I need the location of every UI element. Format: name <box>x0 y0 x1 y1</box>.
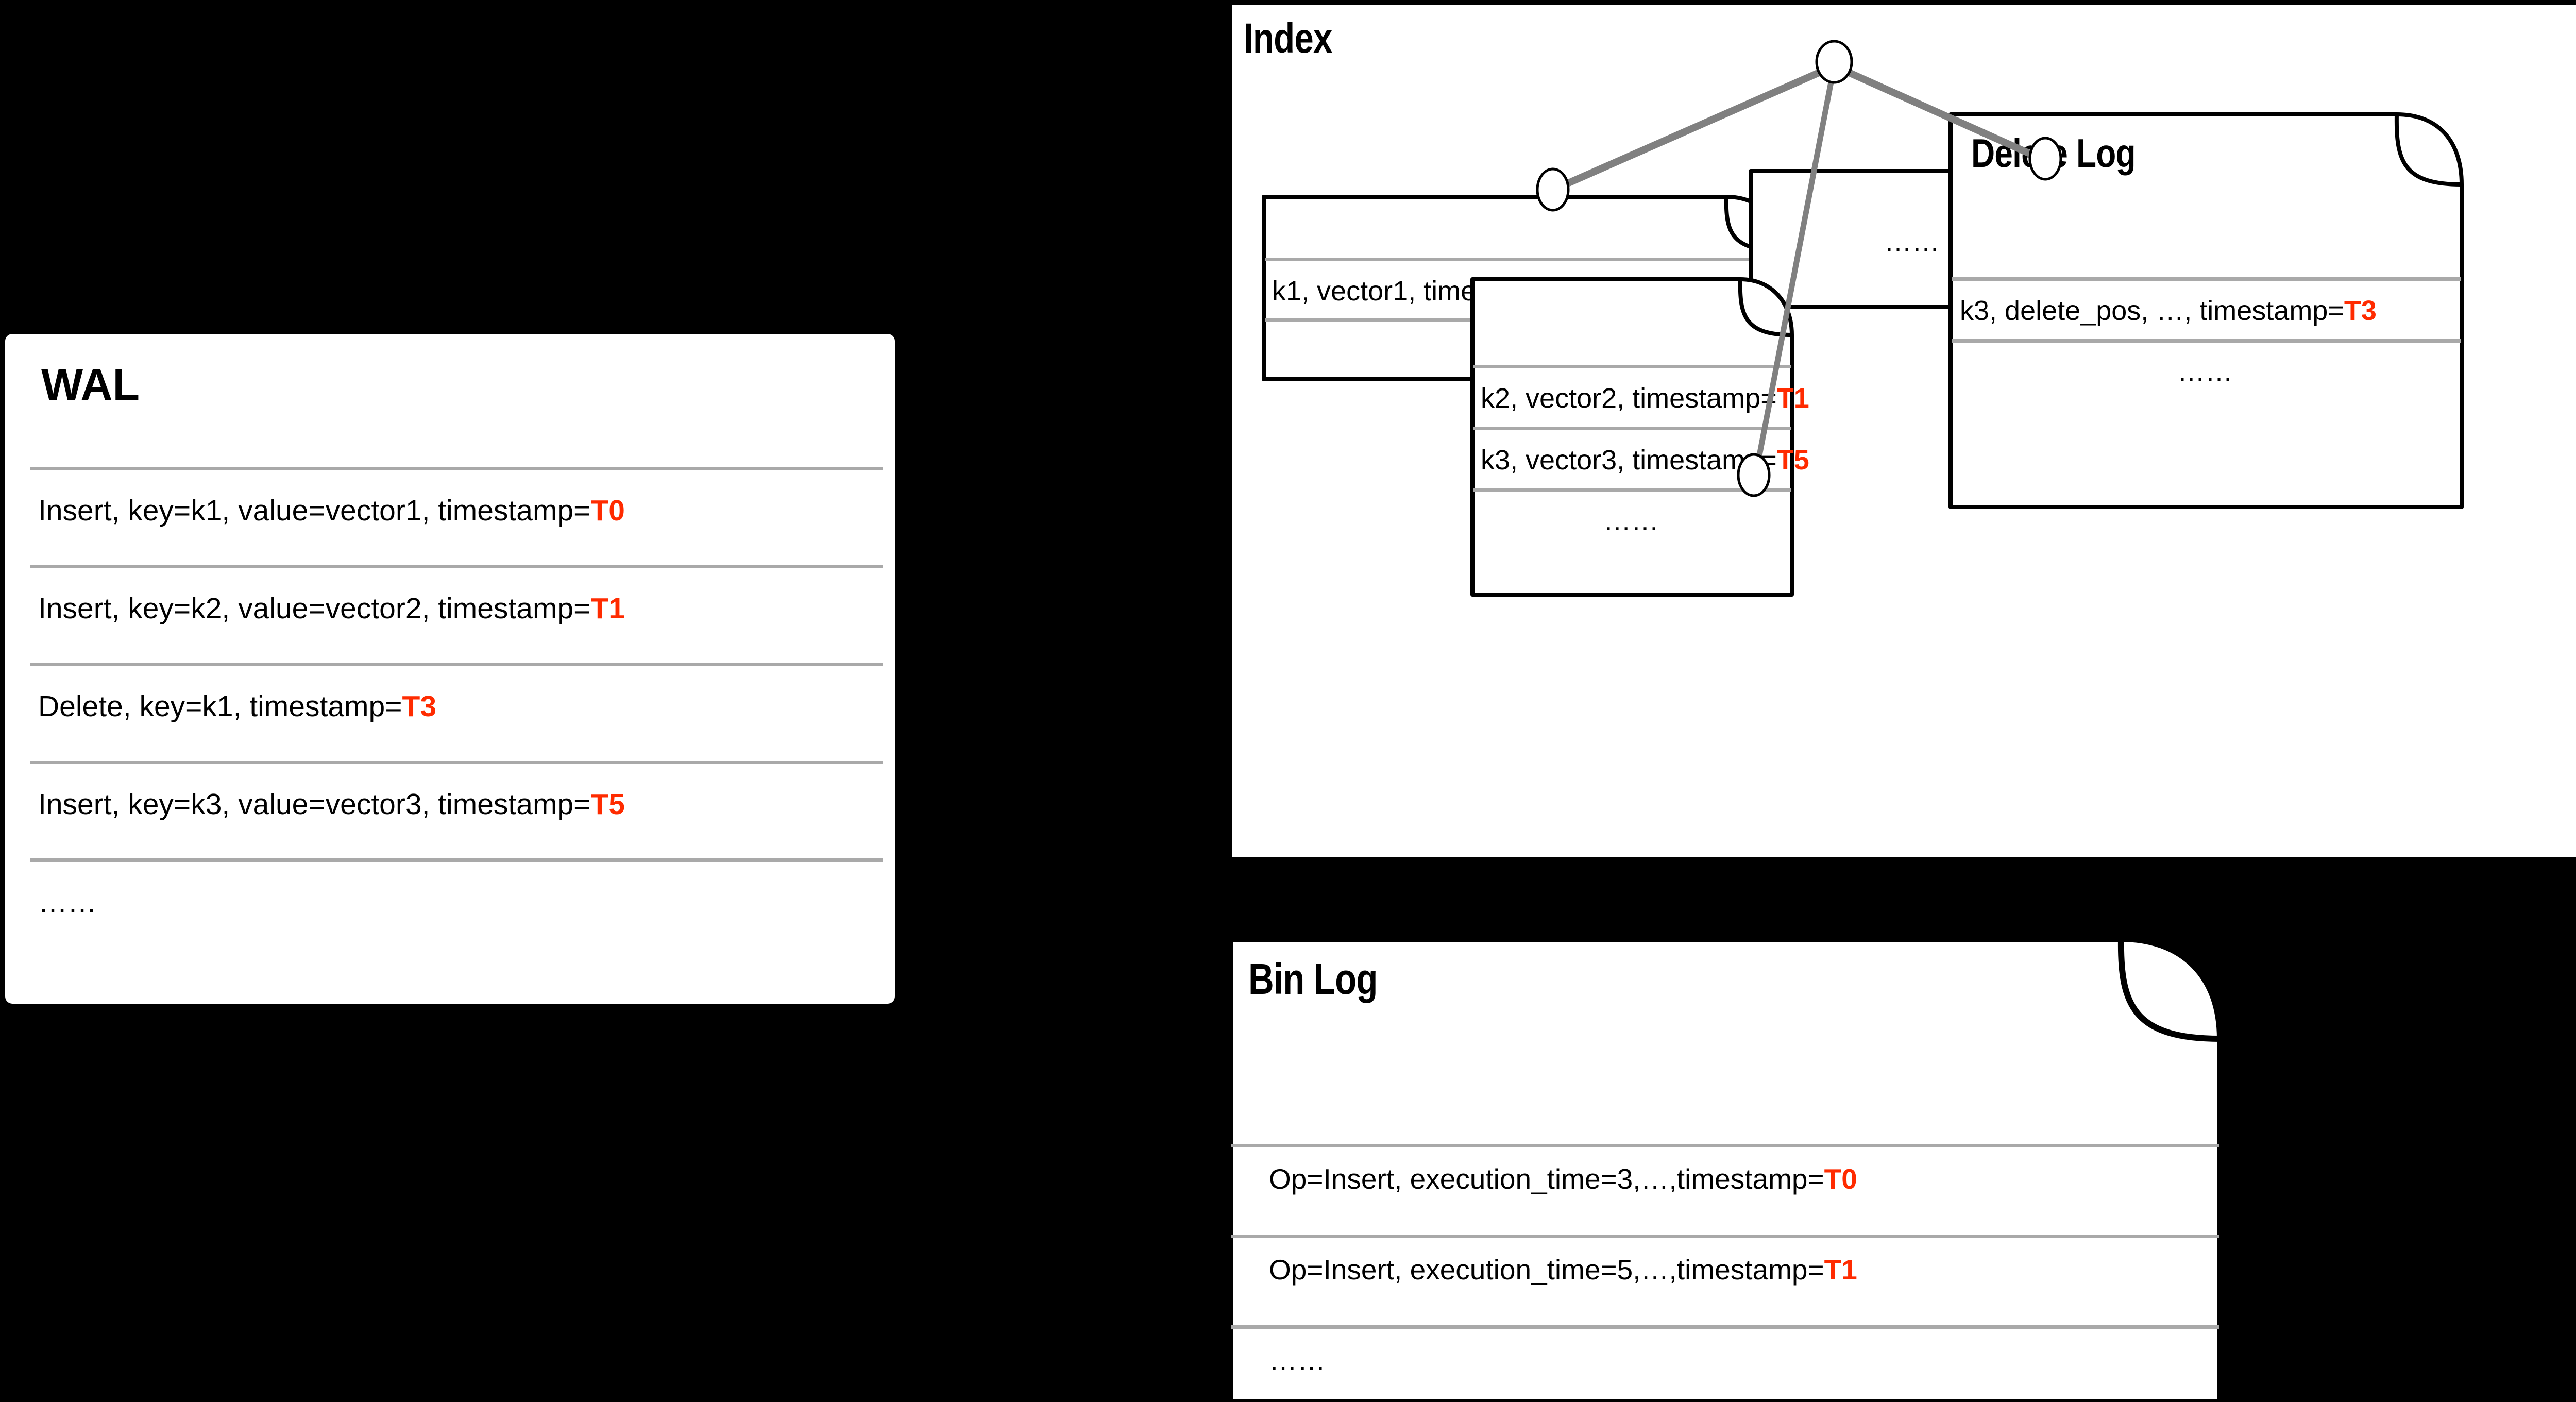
bin-log-rule <box>1231 1144 2219 1147</box>
delete-log-row: k3, delete_pos, …, timestamp=T3 <box>1960 295 2377 327</box>
index-leaf-rule <box>1473 427 1791 430</box>
bin-log-row: Op=Insert, execution_time=5,…,timestamp=… <box>1269 1253 1857 1286</box>
bin-log-rule <box>1231 1325 2219 1329</box>
wal-rule <box>30 565 883 568</box>
index-leaf-row: k3, vector3, timestamp=T5 <box>1481 444 1809 476</box>
bin-log-row-text: Op=Insert, execution_time=3,…,timestamp= <box>1269 1163 1824 1195</box>
index-leaf-rule <box>1473 488 1791 492</box>
delete-log-title: Delete Log <box>1971 130 2136 176</box>
bin-log-card: Bin Log Op=Insert, execution_time=3,…,ti… <box>1227 936 2223 1402</box>
delete-log-row-ellipsis: …… <box>2177 356 2233 387</box>
wal-row-text: Delete, key=k1, timestamp= <box>38 690 402 723</box>
wal-row-timestamp: T5 <box>590 788 625 821</box>
wal-rule <box>30 858 883 862</box>
wal-row: Insert, key=k2, value=vector2, timestamp… <box>38 592 625 626</box>
wal-rule <box>30 467 883 470</box>
wal-row-timestamp: T3 <box>402 690 437 723</box>
bin-log-row-timestamp: T0 <box>1824 1163 1857 1195</box>
delete-log-row-text: k3, delete_pos, …, timestamp= <box>1960 295 2344 326</box>
index-leaf-rule <box>1265 258 1779 261</box>
bin-log-row: Op=Insert, execution_time=3,…,timestamp=… <box>1269 1162 1857 1195</box>
wal-rule <box>30 761 883 764</box>
wal-row: Delete, key=k1, timestamp=T3 <box>38 689 436 723</box>
wal-row: Insert, key=k1, value=vector1, timestamp… <box>38 494 625 528</box>
index-panel-title: Index <box>1244 15 1332 62</box>
wal-row-timestamp: T1 <box>590 592 625 625</box>
wal-row-text: Insert, key=k2, value=vector2, timestamp… <box>38 592 591 625</box>
wal-panel: WAL Insert, key=k1, value=vector1, times… <box>5 334 895 1004</box>
bin-log-rule <box>1231 1235 2219 1238</box>
wal-panel-title: WAL <box>41 360 140 410</box>
wal-row: Insert, key=k3, value=vector3, timestamp… <box>38 787 625 821</box>
index-leaf-row-timestamp: T1 <box>1776 383 1809 414</box>
bin-log-title: Bin Log <box>1248 955 1378 1003</box>
index-leaf-row-timestamp: T5 <box>1776 445 1809 476</box>
wal-row-ellipsis: …… <box>38 886 97 919</box>
wal-row-timestamp: T0 <box>590 494 625 527</box>
index-leaf-row-text: k3, vector3, timestamp= <box>1481 445 1777 476</box>
index-leaf-row: k2, vector2, timestamp=T1 <box>1481 382 1809 414</box>
tree-node-root <box>1815 40 1853 84</box>
delete-log-card: Delete Log k3, delete_pos, …, timestamp=… <box>1948 112 2464 509</box>
index-leaf-row-ellipsis: …… <box>1884 226 1940 257</box>
index-panel: Index k1, vector1, timestamp=T0 …… …… <box>1232 5 2576 857</box>
index-leaf-rule <box>1473 365 1791 368</box>
delete-log-rule <box>1952 277 2461 281</box>
index-leaf-row-text: k2, vector2, timestamp= <box>1481 383 1777 414</box>
delete-log-row-timestamp: T3 <box>2344 295 2377 326</box>
index-leaf-row-ellipsis: …… <box>1603 505 1659 536</box>
index-leaf-k2k3: k2, vector2, timestamp=T1 k3, vector3, t… <box>1470 277 1809 597</box>
wal-row-text: Insert, key=k1, value=vector1, timestamp… <box>38 494 591 527</box>
wal-rule <box>30 663 883 666</box>
bin-log-row-ellipsis: …… <box>1269 1344 1326 1376</box>
bin-log-row-timestamp: T1 <box>1824 1254 1857 1286</box>
delete-log-rule <box>1952 339 2461 343</box>
wal-row-text: Insert, key=k3, value=vector3, timestamp… <box>38 788 591 821</box>
bin-log-row-text: Op=Insert, execution_time=5,…,timestamp= <box>1269 1254 1824 1286</box>
